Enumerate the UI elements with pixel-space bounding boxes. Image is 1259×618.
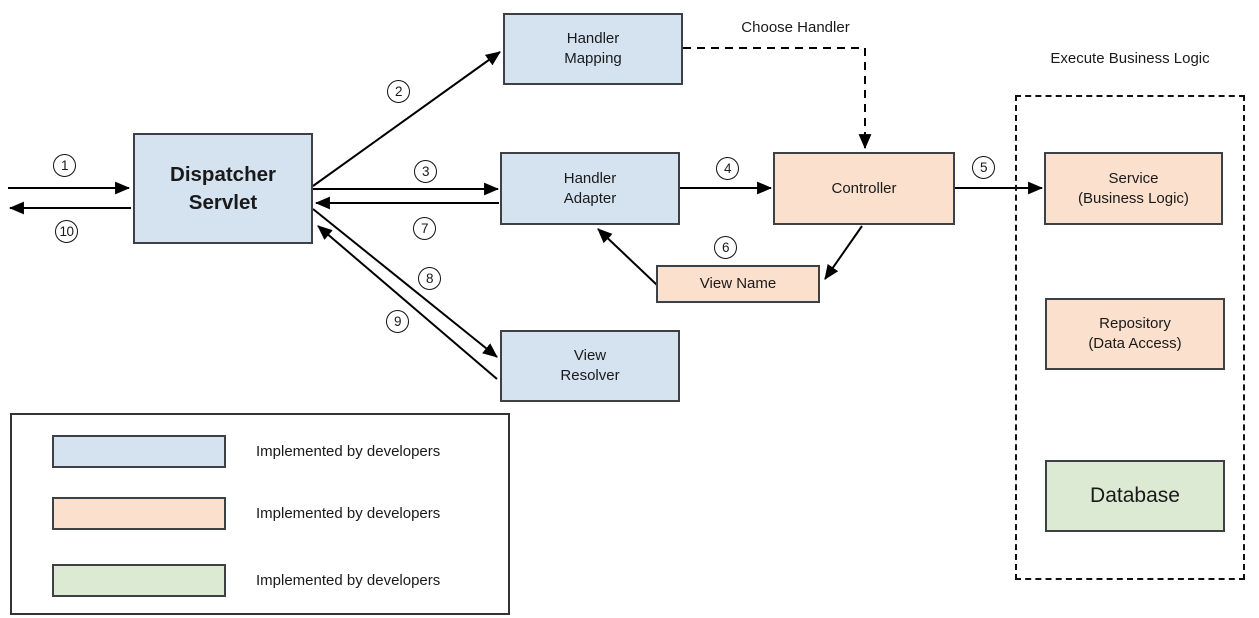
legend: Implemented by developers Implemented by… xyxy=(10,413,510,615)
handler-mapping-label-line2: Mapping xyxy=(564,50,622,67)
controller-node: Controller xyxy=(773,152,955,225)
database-label: Database xyxy=(1090,484,1180,508)
handler-adapter-node: Handler Adapter xyxy=(500,152,680,225)
dispatcher-servlet-node: Dispatcher Servlet xyxy=(133,133,313,244)
legend-swatch-peach xyxy=(52,497,226,530)
step-9-badge: 9 xyxy=(386,310,409,333)
repository-node: Repository (Data Access) xyxy=(1045,298,1225,370)
view-name-node: View Name xyxy=(656,265,820,303)
repository-label-line1: Repository xyxy=(1099,315,1171,333)
handler-adapter-label-line1: Handler xyxy=(563,169,617,187)
dispatcher-servlet-label-line2: Servlet xyxy=(188,190,258,214)
view-resolver-label-line1: View xyxy=(573,347,607,365)
database-node: Database xyxy=(1045,460,1225,532)
legend-label-peach: Implemented by developers xyxy=(256,505,441,522)
legend-swatch-blue xyxy=(52,435,226,468)
execute-business-logic-label: Execute Business Logic xyxy=(1050,50,1210,67)
view-resolver-label-line2: Resolver xyxy=(560,367,620,384)
repository-label-line2: (Data Access) xyxy=(1088,335,1182,352)
legend-label-blue: Implemented by developers xyxy=(256,443,441,460)
step-7-badge: 7 xyxy=(413,217,436,240)
step-3-badge: 3 xyxy=(414,160,437,183)
handler-mapping-node: Handler Mapping xyxy=(503,13,683,85)
view-name-label: View Name xyxy=(699,275,777,293)
step-5-badge: 5 xyxy=(972,156,995,179)
view-resolver-node: View Resolver xyxy=(500,330,680,402)
handler-adapter-label-line2: Adapter xyxy=(563,189,617,207)
step-4-badge: 4 xyxy=(716,157,739,180)
service-label-line2: (Business Logic) xyxy=(1078,189,1189,207)
step-6-badge: 6 xyxy=(714,236,737,259)
legend-row-green: Implemented by developers xyxy=(52,564,440,597)
step-8-badge: 8 xyxy=(418,267,441,290)
handler-mapping-label-line1: Handler xyxy=(566,30,620,48)
dispatcher-servlet-label-line1: Dispatcher xyxy=(170,162,276,186)
legend-row-peach: Implemented by developers xyxy=(52,497,440,530)
controller-label: Controller xyxy=(831,179,897,197)
legend-row-blue: Implemented by developers xyxy=(52,435,440,468)
service-node: Service (Business Logic) xyxy=(1044,152,1223,225)
step-10-badge: 10 xyxy=(55,220,78,243)
step-1-badge: 1 xyxy=(53,154,76,177)
legend-swatch-green xyxy=(52,564,226,597)
legend-label-green: Implemented by developers xyxy=(256,572,441,589)
service-label-line1: Service xyxy=(1108,169,1159,187)
choose-handler-label: Choose Handler xyxy=(741,19,850,36)
step-2-badge: 2 xyxy=(387,80,410,103)
business-logic-group xyxy=(1015,95,1245,580)
